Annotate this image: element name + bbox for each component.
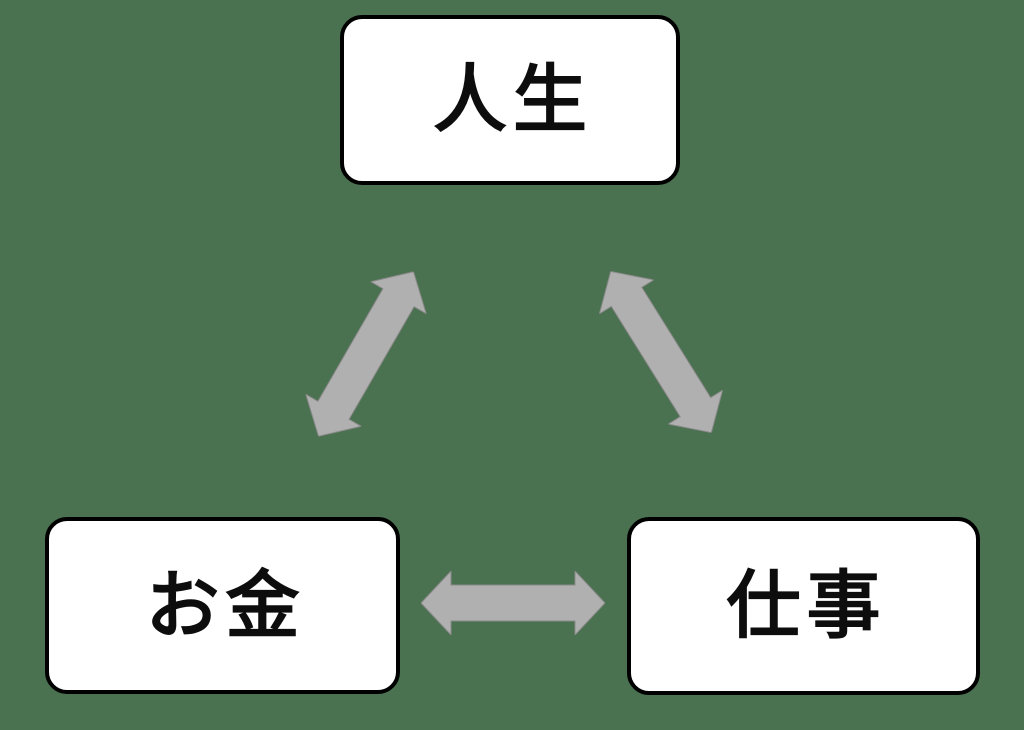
node-work-label: 仕事: [726, 564, 887, 647]
double-arrow-life-work-icon: [598, 270, 724, 434]
double-arrow-money-work-icon: [421, 571, 605, 635]
node-money: お金: [45, 517, 400, 694]
node-life: 人生: [340, 15, 680, 185]
node-life-label: 人生: [433, 58, 593, 141]
double-arrow-life-money-icon: [304, 271, 428, 437]
node-money-label: お金: [145, 563, 306, 647]
node-work: 仕事: [627, 517, 980, 695]
